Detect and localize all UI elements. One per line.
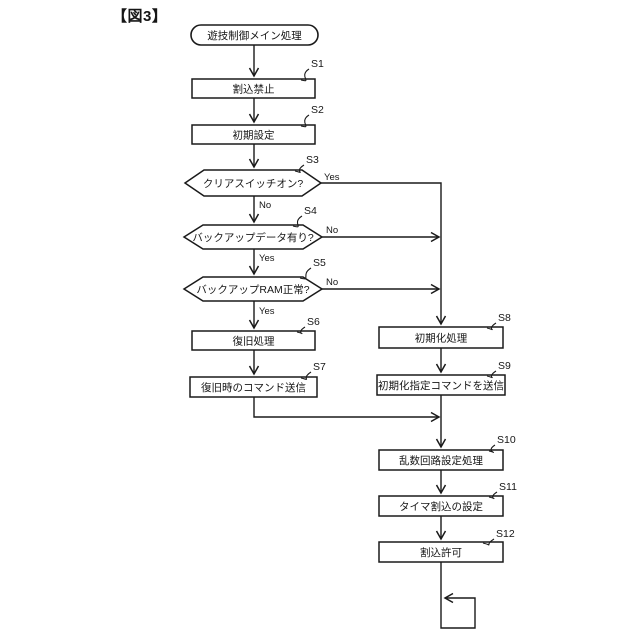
step-leader-S8 [486, 322, 497, 331]
node-s5: バックアップRAM正常? S5 [182, 257, 326, 302]
node-label-s2: 初期設定 [233, 129, 275, 142]
node-label-s1: 割込禁止 [233, 83, 275, 96]
node-s12: 割込許可 S12 [378, 528, 515, 563]
step-leader-S2 [300, 114, 310, 128]
node-s10: 乱数回路設定処理 S10 [378, 434, 516, 471]
step-label-S10: S10 [497, 434, 516, 446]
node-s8: 初期化処理 S8 [378, 312, 511, 349]
figure-label: 【図3】 [112, 8, 168, 25]
node-s3: クリアスイッチオン?S3 [183, 154, 323, 197]
node-s6: 復旧処理 S6 [191, 316, 320, 351]
step-label-S7: S7 [313, 361, 326, 373]
step-leader-S4 [292, 215, 303, 228]
node-label-start: 遊技制御メイン処理 [207, 29, 302, 42]
step-leader-S11 [488, 491, 498, 500]
node-label-s4: バックアップデータ有り? [192, 231, 313, 244]
step-leader-S9 [486, 370, 497, 379]
node-s2: 初期設定 S2 [191, 104, 324, 145]
step-label-S11: S11 [499, 481, 517, 493]
edge-label-s5-s6-yes: Yes [259, 306, 275, 317]
step-label-S5: S5 [313, 257, 326, 269]
node-label-s11: タイマ割込の設定 [399, 500, 483, 513]
step-leader-S5 [299, 267, 312, 280]
node-label-s5: バックアップRAM正常? [196, 283, 309, 296]
node-label-s12: 割込許可 [420, 546, 462, 559]
process-shape [376, 374, 506, 396]
step-label-S3: S3 [306, 154, 319, 166]
node-s4: バックアップデータ有り? S4 [182, 205, 324, 250]
decision-shape [183, 169, 323, 197]
node-label-s7: 復旧時のコマンド送信 [201, 381, 306, 394]
node-s7: 復旧時のコマンド送信 S7 [189, 361, 326, 398]
process-shape [378, 326, 504, 349]
process-shape [191, 124, 316, 145]
step-label-S9: S9 [498, 360, 511, 372]
step-label-S4: S4 [304, 205, 317, 217]
edge-s7-merge [253, 397, 441, 423]
step-leader-S7 [300, 371, 312, 380]
terminal-shape [190, 24, 319, 46]
edge-label-s5-merge-no: No [326, 277, 338, 288]
step-label-S12: S12 [496, 528, 515, 540]
step-leader-S6 [296, 326, 306, 335]
decision-shape [182, 224, 324, 250]
step-leader-S10 [488, 444, 496, 453]
step-leader-S12 [482, 538, 495, 546]
node-s11: タイマ割込の設定 S11 [378, 481, 517, 517]
edge-s12-loop [440, 562, 476, 629]
process-shape [189, 376, 318, 398]
decision-shape [182, 276, 324, 302]
node-label-s9: 初期化指定コマンドを送信 [378, 379, 504, 392]
node-s1: 割込禁止 S1 [191, 58, 324, 99]
step-leader-S1 [300, 68, 310, 82]
edge-s3-s8-yes [321, 182, 447, 326]
process-shape [378, 449, 504, 471]
step-label-S2: S2 [311, 104, 324, 116]
process-shape [191, 78, 316, 99]
edge-label-s4-merge-no: No [326, 225, 338, 236]
edge-label-s3-s8-yes: Yes [324, 172, 340, 183]
node-s9: 初期化指定コマンドを送信 S9 [376, 360, 511, 396]
edge-label-s3-s4-no: No [259, 200, 271, 211]
step-label-S6: S6 [307, 316, 320, 328]
process-shape [191, 330, 316, 351]
step-label-S8: S8 [498, 312, 511, 324]
step-label-S1: S1 [311, 58, 324, 70]
node-label-s6: 復旧処理 [233, 335, 275, 348]
node-label-s3: クリアスイッチオン? [203, 178, 303, 190]
node-label-s10: 乱数回路設定処理 [399, 454, 483, 467]
process-shape [378, 541, 504, 563]
process-shape [378, 495, 504, 517]
edge-label-s4-s5-yes: Yes [259, 253, 275, 264]
node-start: 遊技制御メイン処理 [190, 24, 319, 46]
node-label-s8: 初期化処理 [415, 332, 468, 345]
step-leader-S3 [294, 164, 305, 173]
